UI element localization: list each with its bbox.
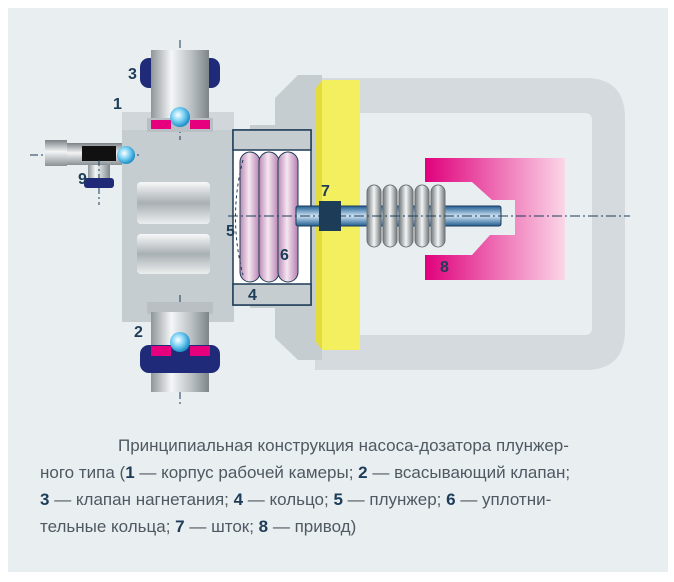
caption-text: — клапан нагнетания; xyxy=(49,490,234,509)
outlet-fitting xyxy=(30,140,140,205)
caption-number: 8 xyxy=(258,517,269,536)
label-9: 9 xyxy=(78,171,87,188)
caption-text: тельные кольца; xyxy=(40,517,176,536)
caption-text: — кольцо; xyxy=(243,490,334,509)
caption-text: ного типа ( xyxy=(40,463,126,482)
label-4: 4 xyxy=(248,287,257,304)
caption-line-4: тельные кольца; 7 — шток; 8 — привод) xyxy=(40,513,644,540)
caption-line-2: ного типа (1 — корпус рабочей камеры; 2 … xyxy=(40,459,644,486)
caption-text: — шток; xyxy=(184,517,259,536)
chamber-body xyxy=(122,112,234,322)
label-1: 1 xyxy=(113,96,122,113)
label-5: 5 xyxy=(226,223,235,240)
drive xyxy=(425,158,565,280)
sealing-rings xyxy=(235,151,299,283)
label-3: 3 xyxy=(128,66,137,83)
caption-number: 5 xyxy=(333,490,343,509)
label-2: 2 xyxy=(134,324,143,341)
caption-text: — плунжер; xyxy=(342,490,447,509)
discharge-valve xyxy=(140,40,220,140)
caption-text: — всасывающий клапан; xyxy=(367,463,571,482)
caption-number: 2 xyxy=(358,463,368,482)
caption-number: 6 xyxy=(446,490,456,509)
caption-line-1: Принципиальная конструкция насоса-дозато… xyxy=(118,436,569,455)
caption-number: 4 xyxy=(233,490,244,509)
caption-number: 7 xyxy=(175,517,185,536)
label-6: 6 xyxy=(280,247,289,264)
caption-text: — привод) xyxy=(268,517,357,536)
caption-line-3: 3 — клапан нагнетания; 4 — кольцо; 5 — п… xyxy=(40,486,644,513)
caption-text: — уплотни- xyxy=(455,490,552,509)
caption-text: — корпус рабочей камеры; xyxy=(134,463,359,482)
suction-valve xyxy=(140,295,220,405)
figure-caption: Принципиальная конструкция насоса-дозато… xyxy=(40,432,644,540)
caption-number: 1 xyxy=(125,463,135,482)
label-8: 8 xyxy=(440,259,449,276)
label-7: 7 xyxy=(321,183,330,200)
caption-number: 3 xyxy=(40,490,50,509)
